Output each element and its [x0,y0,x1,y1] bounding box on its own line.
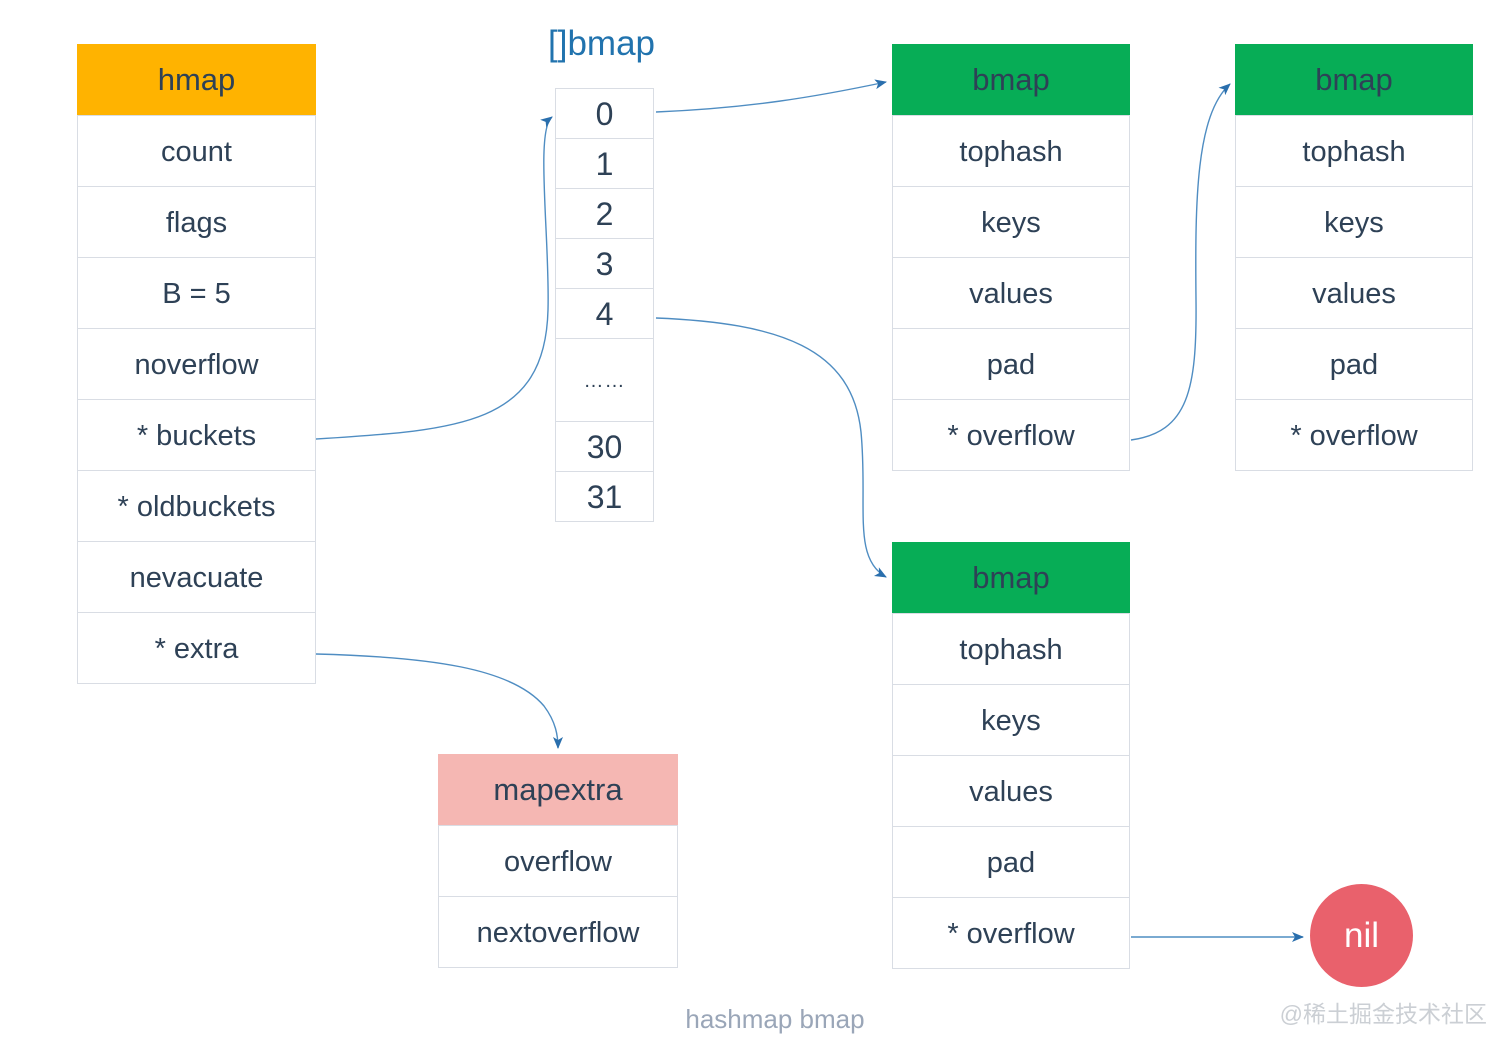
arrow-overflow-to-bmap [1130,83,1231,441]
arrow-extra-to-mapextra [315,653,563,749]
watermark: @稀土掘金技术社区 [1279,1001,1487,1027]
bucket-cell: 30 [555,421,654,472]
table-row: pad [892,826,1130,898]
arrow-array4-to-bmap [655,317,887,578]
nil-node: nil [1310,884,1413,987]
table-row: * overflow [892,897,1130,969]
bmap-header: bmap [892,44,1130,116]
table-row: tophash [1235,115,1473,187]
table-row: keys [892,186,1130,258]
bucket-cell-ellipsis: …… [555,338,654,422]
arrow-buckets-to-array [315,116,553,440]
bucket-cell: 4 [555,288,654,339]
table-row: count [77,115,316,187]
table-row: pad [892,328,1130,400]
bmap-table-right: bmap tophash keys values pad * overflow [1235,44,1473,471]
mapextra-header: mapextra [438,754,678,826]
hmap-header: hmap [77,44,316,116]
bucket-array-title: []bmap [548,24,655,63]
bucket-array: 0 1 2 3 4 …… 30 31 [555,88,654,522]
table-row: values [892,257,1130,329]
table-row: nevacuate [77,541,316,613]
table-row: nextoverflow [438,896,678,968]
bucket-cell: 0 [555,88,654,139]
table-row: keys [892,684,1130,756]
bucket-cell: 31 [555,471,654,522]
table-row: keys [1235,186,1473,258]
table-row: * oldbuckets [77,470,316,542]
table-row: tophash [892,613,1130,685]
mapextra-table: mapextra overflow nextoverflow [438,754,678,968]
table-row: B = 5 [77,257,316,329]
table-row: noverflow [77,328,316,400]
arrow-array0-to-bmap [655,79,887,113]
table-row: tophash [892,115,1130,187]
table-row: flags [77,186,316,258]
table-row: pad [1235,328,1473,400]
table-row: * buckets [77,399,316,471]
table-row: values [892,755,1130,827]
bmap-table-top: bmap tophash keys values pad * overflow [892,44,1130,471]
table-row: values [1235,257,1473,329]
hmap-table: hmap count flags B = 5 noverflow * bucke… [77,44,316,684]
table-row: overflow [438,825,678,897]
diagram-caption: hashmap bmap [685,1004,865,1034]
bmap-header: bmap [1235,44,1473,116]
bmap-table-bottom: bmap tophash keys values pad * overflow [892,542,1130,969]
table-row: * extra [77,612,316,684]
table-row: * overflow [892,399,1130,471]
bmap-header: bmap [892,542,1130,614]
bucket-cell: 2 [555,188,654,239]
table-row: * overflow [1235,399,1473,471]
bucket-cell: 1 [555,138,654,189]
bucket-cell: 3 [555,238,654,289]
